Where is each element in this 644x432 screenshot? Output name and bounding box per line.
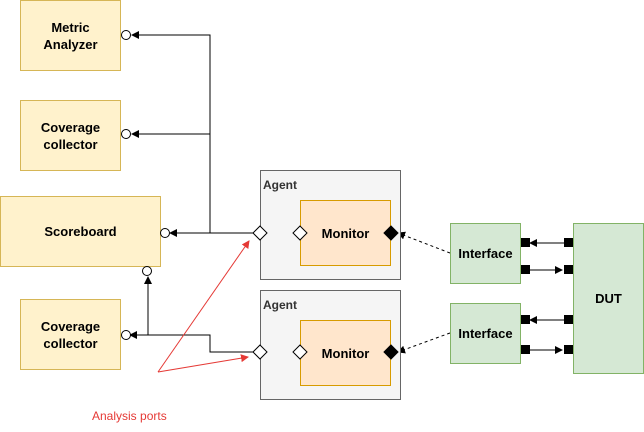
dut-pin-2	[564, 265, 573, 274]
interface-top-box: Interface	[450, 223, 521, 284]
metric-analyzer-box: Metric Analyzer	[20, 0, 121, 71]
coverage-collector-bottom-port	[121, 330, 131, 340]
dut-pin-3	[564, 315, 573, 324]
scoreboard-port-right	[160, 228, 170, 238]
dut-pin-4	[564, 345, 573, 354]
connector-to-metric-analyzer	[131, 31, 211, 233]
interface-bottom-box: Interface	[450, 303, 521, 364]
agent-bottom-analysis-port	[252, 344, 268, 360]
monitor-top-input-port	[383, 225, 399, 241]
annotation-analysis-ports: Analysis ports	[92, 409, 167, 423]
coverage-collector-bottom-box: Coverage collector	[20, 299, 121, 370]
scoreboard-box: Scoreboard	[0, 196, 161, 267]
monitor-bottom-analysis-port	[292, 344, 308, 360]
interface-top-pin-2	[521, 265, 530, 274]
annotation-arrow-top	[157, 240, 250, 373]
dut-pin-1	[564, 238, 573, 247]
metric-analyzer-port	[121, 30, 131, 40]
agent-top-label: Agent	[263, 178, 297, 192]
monitor-bottom-box: Monitor	[300, 320, 391, 386]
interface-top-pin-1	[521, 238, 530, 247]
interface-bottom-pin-1	[521, 315, 530, 324]
connector-agent-bottom-to-coverage	[129, 331, 254, 353]
interface-bottom-pin-2	[521, 345, 530, 354]
dut-box: DUT	[573, 223, 644, 374]
monitor-top-analysis-port	[292, 225, 308, 241]
scoreboard-port-bottom	[142, 266, 152, 276]
annotation-arrow-bottom	[157, 354, 249, 373]
monitor-bottom-input-port	[383, 344, 399, 360]
agent-top-analysis-port	[252, 225, 268, 241]
agent-bottom-label: Agent	[263, 298, 297, 312]
coverage-collector-top-box: Coverage collector	[20, 100, 121, 171]
coverage-collector-top-port	[121, 129, 131, 139]
